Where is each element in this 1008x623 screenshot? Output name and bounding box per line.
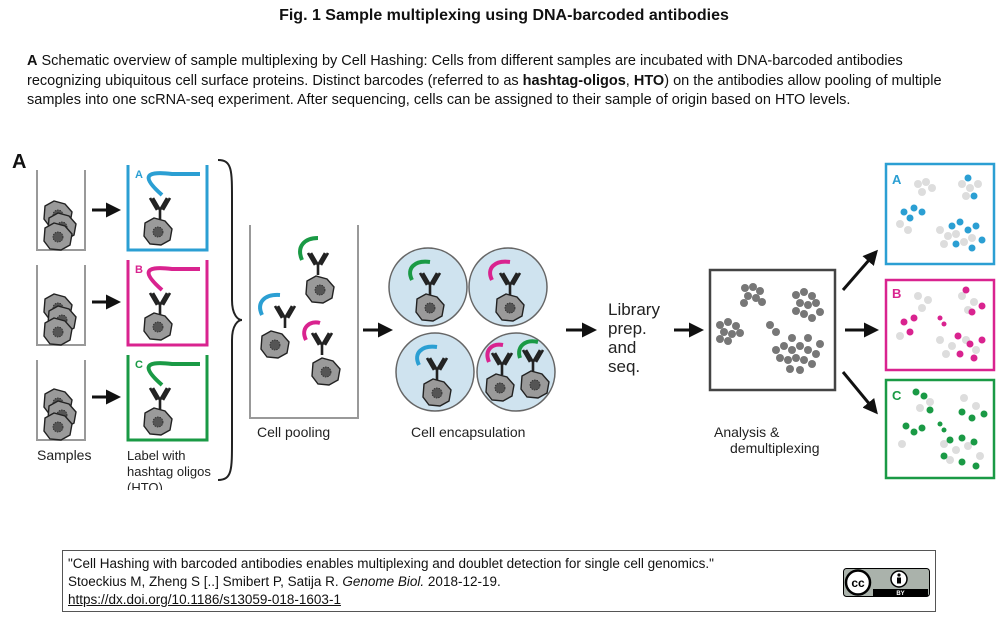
hto-tube-b: B: [126, 260, 209, 347]
result-panel-b: B: [884, 278, 996, 372]
figure-caption: A Schematic overview of sample multiplex…: [27, 52, 977, 111]
citation-date: 2018-12-19.: [424, 574, 501, 589]
caption-text-2: ,: [625, 72, 634, 89]
citation-journal: Genome Biol.: [342, 574, 425, 589]
library-line-2: prep.: [608, 319, 647, 338]
library-line-3: and: [608, 338, 636, 357]
svg-text:cc: cc: [851, 576, 865, 590]
panel-letter: A: [12, 151, 26, 173]
caption-bold-hto: HTO: [633, 72, 665, 89]
label-hto-line-3: (HTO): [127, 480, 163, 490]
by-label: BY: [896, 591, 904, 597]
caption-text-1: Schematic overview of sample multiplexin…: [27, 53, 903, 89]
hto-tube-b-letter: B: [135, 264, 143, 276]
curly-brace: [217, 159, 243, 481]
label-hto-line-2: hashtag oligos: [127, 464, 211, 479]
arrow-result-c: [841, 371, 878, 415]
workflow-diagram: A Samples A B C Label with hashtag: [12, 151, 996, 490]
hto-tube-a-letter: A: [135, 169, 143, 181]
citation-authors-line: Stoeckius M, Zheng S [..] Smibert P, Sat…: [68, 573, 935, 591]
library-line-4: seq.: [608, 357, 640, 376]
hto-tube-a: A: [126, 165, 209, 252]
result-panel-a: A: [884, 162, 996, 266]
figure-title: Fig. 1 Sample multiplexing using DNA-bar…: [279, 7, 729, 24]
citation-authors: Stoeckius M, Zheng S [..] Smibert P, Sat…: [68, 574, 343, 589]
citation-doi-link[interactable]: https://dx.doi.org/10.1186/s13059-018-16…: [68, 592, 341, 607]
sample-tube-b: [36, 265, 86, 346]
analysis-line-1: Analysis &: [714, 424, 780, 440]
result-b-letter: B: [892, 286, 901, 301]
sample-tube-a: [36, 170, 86, 251]
cc-icon: [844, 569, 872, 596]
analysis-line-2: demultiplexing: [730, 440, 820, 456]
hto-tube-c-letter: C: [135, 359, 143, 371]
result-panel-c: C: [884, 378, 996, 480]
library-line-1: Library: [608, 300, 660, 319]
pooling-tube: [249, 225, 359, 419]
citation-title: "Cell Hashing with barcoded antibodies e…: [68, 556, 714, 571]
analysis-box: [708, 268, 837, 392]
result-a-letter: A: [892, 172, 902, 187]
samples-label: Samples: [37, 447, 91, 463]
caption-panel-letter: A: [27, 53, 38, 69]
cc-by-license-badge[interactable]: cc BY: [843, 568, 930, 597]
citation-box: "Cell Hashing with barcoded antibodies e…: [62, 550, 936, 612]
sample-tube-c: [36, 360, 86, 441]
caption-text-3: ) on the antibodies allow pooling of mul…: [27, 72, 942, 109]
label-hto-line-1: Label with: [127, 448, 186, 463]
cell-pooling-label: Cell pooling: [257, 424, 330, 440]
caption-bold-hashtag-oligos: hashtag-oligos: [522, 72, 626, 89]
result-c-letter: C: [892, 388, 902, 403]
arrow-result-a: [841, 249, 878, 291]
encapsulation-beads: [388, 247, 556, 412]
cell-encapsulation-label: Cell encapsulation: [411, 424, 525, 440]
hto-tube-c: C: [126, 355, 209, 442]
